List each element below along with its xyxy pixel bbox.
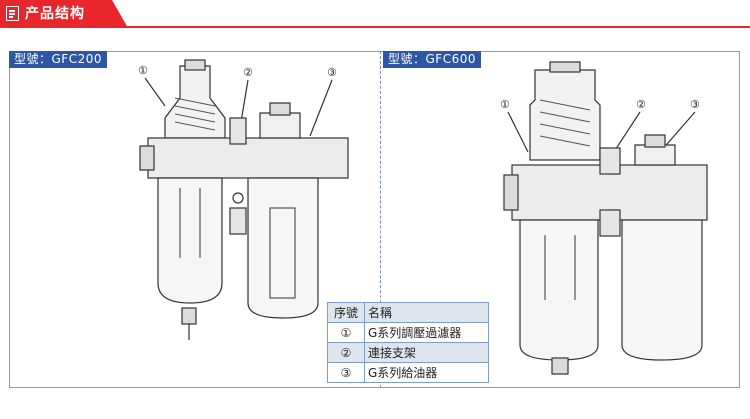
callout-3-right: ③ xyxy=(690,98,700,111)
section-header-tab xyxy=(0,0,128,28)
table-header-number: 序號 xyxy=(327,302,365,323)
table-cell-number: ① xyxy=(327,322,365,343)
table-header-name: 名稱 xyxy=(364,302,489,323)
section-header-underline xyxy=(0,26,750,28)
callout-1: ① xyxy=(138,64,148,77)
gfc200-structure-drawing: ① ② ③ xyxy=(138,59,349,340)
table-cell-number: ③ xyxy=(327,362,365,383)
table-cell-name: 連接支架 xyxy=(364,342,489,363)
section-header: 产品结构 xyxy=(0,0,750,28)
callout-3: ③ xyxy=(327,66,337,79)
parts-table: 序號 名稱 ① G系列調壓過濾器 ② 連接支架 ③ G系列給油器 xyxy=(327,302,489,383)
table-header-row: 序號 名稱 xyxy=(327,302,489,323)
frame-divider xyxy=(380,51,381,388)
gfc600-structure-drawing: ① ② ③ xyxy=(500,61,708,375)
callout-2: ② xyxy=(243,66,253,79)
callout-2-right: ② xyxy=(636,98,646,111)
table-row: ③ G系列給油器 xyxy=(327,362,489,383)
model-label-left: 型號：GFC200 xyxy=(9,51,107,68)
table-row: ① G系列調壓過濾器 xyxy=(327,322,489,343)
table-row: ② 連接支架 xyxy=(327,342,489,363)
table-cell-name: G系列給油器 xyxy=(364,362,489,383)
table-cell-number: ② xyxy=(327,342,365,363)
document-icon xyxy=(6,6,19,21)
model-label-right: 型號：GFC600 xyxy=(383,51,481,68)
section-title: 产品结构 xyxy=(25,6,85,22)
table-cell-name: G系列調壓過濾器 xyxy=(364,322,489,343)
callout-1-right: ① xyxy=(500,98,510,111)
